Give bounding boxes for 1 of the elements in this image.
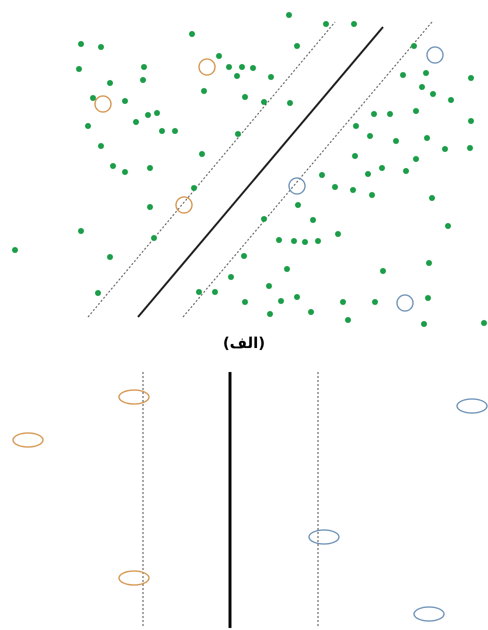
panel-label: (الف)	[222, 333, 266, 354]
